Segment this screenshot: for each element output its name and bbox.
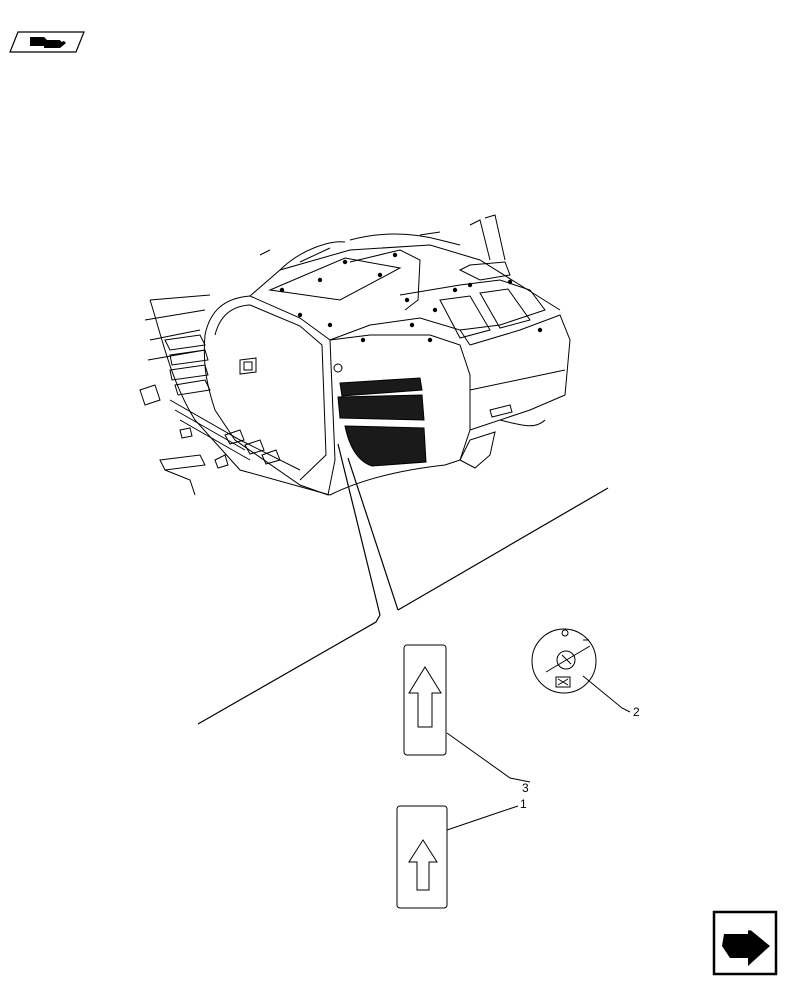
- next-page-arrow-icon[interactable]: [712, 910, 778, 976]
- machine-illustration: [139, 214, 571, 496]
- callout-leaders: [446, 675, 631, 831]
- callout-3: 3: [522, 781, 529, 795]
- key-switch-icon: [531, 628, 597, 694]
- rear-light: [333, 363, 343, 373]
- arrow-decal-3: [403, 644, 447, 756]
- rear-vent-grille: [337, 377, 427, 467]
- arrow-decal-1: [396, 805, 448, 909]
- callout-2: 2: [633, 705, 640, 719]
- callout-1: 1: [520, 797, 527, 811]
- detail-leader-lines: [197, 443, 609, 725]
- deck-bolts: [279, 252, 543, 343]
- book-hand-icon: [9, 31, 85, 53]
